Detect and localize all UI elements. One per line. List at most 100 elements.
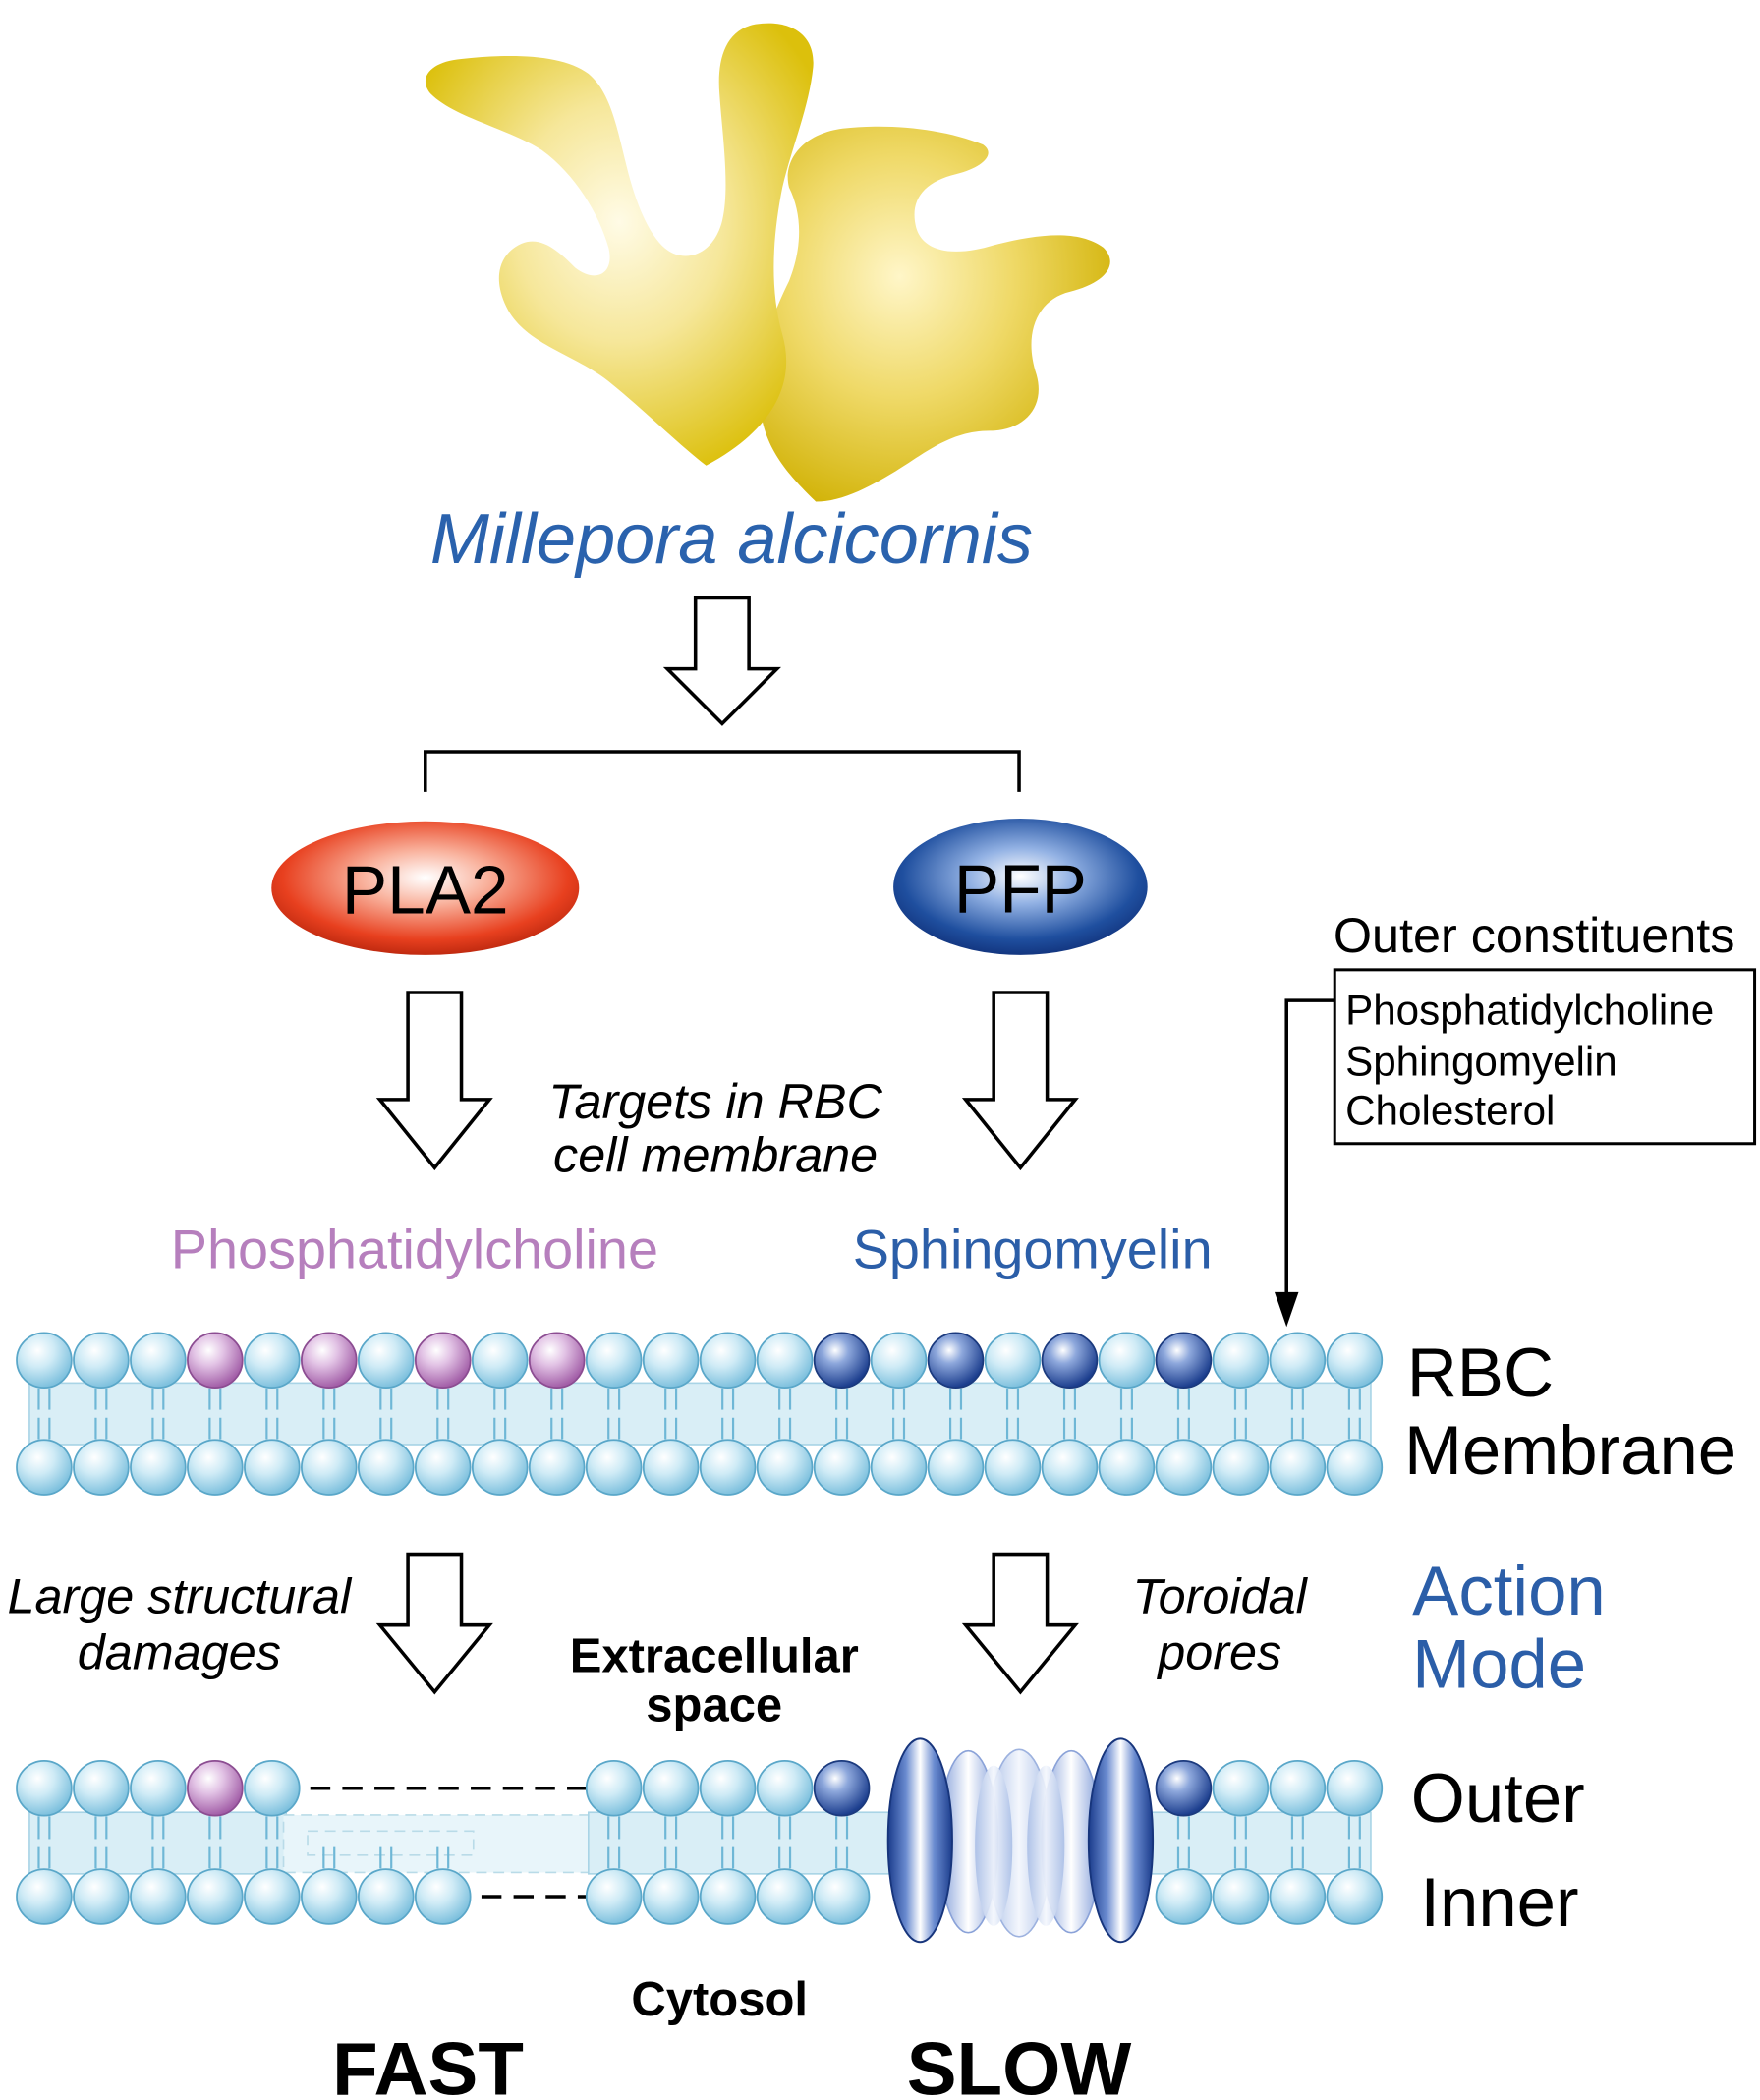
extracellular-label-line1: Extracellular: [570, 1629, 859, 1682]
lipid-head: [1326, 1868, 1384, 1925]
pla2-ellipse: [271, 821, 580, 955]
pfp-mechanism-line1: Toroidal: [1133, 1567, 1309, 1623]
outer-constituent-item: Phosphatidylcholine: [1345, 988, 1714, 1034]
action-mode-line2: Mode: [1412, 1625, 1586, 1703]
lipid-head: [585, 1332, 643, 1390]
millepora-coral-illustration: [425, 23, 1110, 502]
pla2-label: PLA2: [342, 852, 509, 929]
inner-leaflet-label: Inner: [1420, 1863, 1578, 1941]
lipid-head: [16, 1868, 73, 1925]
constituents-connector-line: [1284, 998, 1335, 1295]
lipid-head: [73, 1759, 130, 1817]
membrane-core-band-left: [28, 1811, 288, 1875]
pfp-mechanism-line2: pores: [1156, 1624, 1281, 1680]
lipid-head: [1326, 1332, 1384, 1390]
lipid-head: [699, 1759, 757, 1817]
outer-constituent-item: Cholesterol: [1345, 1088, 1555, 1134]
lipid-head: [1098, 1439, 1156, 1496]
lipid-head: [301, 1439, 358, 1496]
lipid-head: [813, 1439, 871, 1496]
lipid-head: [984, 1439, 1042, 1496]
lipid-head: [301, 1868, 358, 1925]
lipid-head: [1155, 1439, 1213, 1496]
lipid-head: [471, 1332, 529, 1390]
cytosol-label: Cytosol: [631, 1973, 808, 2026]
lipid-head: [130, 1868, 187, 1925]
pfp-action-arrow: [961, 1552, 1079, 1695]
lipid-head: [16, 1439, 73, 1496]
rbc-label: RBC: [1407, 1334, 1554, 1411]
phosphatidylcholine-head: [301, 1332, 358, 1390]
lipid-head: [357, 1868, 415, 1925]
sphingomyelin-head: [1155, 1759, 1213, 1817]
lipid-head: [585, 1868, 643, 1925]
lipid-head: [1212, 1759, 1270, 1817]
phosphatidylcholine-target-label: Phosphatidylcholine: [171, 1218, 658, 1279]
lipid-head: [244, 1332, 301, 1390]
sphingomyelin-head: [813, 1759, 871, 1817]
lipid-head: [699, 1439, 757, 1496]
pla2-action-arrow: [375, 1552, 493, 1695]
action-mode-line1: Action: [1412, 1552, 1606, 1629]
sphingomyelin-head: [1041, 1332, 1099, 1390]
outer-leaflet-label: Outer: [1411, 1759, 1585, 1837]
pore-subunit: [1027, 1765, 1065, 1926]
constituents-arrowhead: [1274, 1291, 1299, 1328]
membrane-core-band: [28, 1382, 1372, 1446]
toxin-split-bracket: [424, 750, 1021, 792]
lipid-head: [756, 1868, 814, 1925]
lipid-head: [130, 1759, 187, 1817]
outer-constituent-item: Sphingomyelin: [1345, 1038, 1618, 1084]
organism-name: Millepora alcicornis: [430, 500, 1033, 579]
lipid-head: [870, 1439, 928, 1496]
lipid-head: [187, 1439, 244, 1496]
lipid-head: [1326, 1759, 1384, 1817]
pla2-toxin: PLA2: [271, 821, 580, 955]
pfp-to-target-arrow: [961, 991, 1079, 1171]
damaged-region-inner: [307, 1830, 475, 1856]
lipid-head: [756, 1332, 814, 1390]
outer-constituents-title: Outer constituents: [1334, 907, 1735, 963]
rbc-membrane-damaged: [16, 1759, 1384, 1925]
lipid-head: [699, 1868, 757, 1925]
lipid-head: [1212, 1332, 1270, 1390]
pore-subunit-front: [1087, 1737, 1155, 1944]
pfp-label: PFP: [954, 850, 1087, 927]
lipid-head: [870, 1332, 928, 1390]
lipid-head: [1269, 1332, 1327, 1390]
lipid-head: [73, 1868, 130, 1925]
sphingomyelin-head: [813, 1332, 871, 1390]
lipid-head: [756, 1759, 814, 1817]
pla2-speed-label: FAST: [332, 2027, 524, 2100]
lipid-head: [642, 1439, 700, 1496]
lipid-head: [244, 1868, 301, 1925]
lipid-head: [357, 1332, 415, 1390]
phosphatidylcholine-head: [187, 1332, 244, 1390]
lipid-head: [642, 1868, 700, 1925]
extracellular-label-line2: space: [646, 1679, 782, 1732]
targets-label-line2: cell membrane: [553, 1126, 878, 1182]
pfp-speed-label: SLOW: [907, 2027, 1132, 2100]
lipid-head: [1212, 1439, 1270, 1496]
phosphatidylcholine-head: [414, 1332, 472, 1390]
lipid-head: [984, 1332, 1042, 1390]
coral-branch-back: [759, 126, 1110, 502]
lipid-head: [73, 1332, 130, 1390]
lipid-head: [1155, 1868, 1213, 1925]
lipid-head: [357, 1439, 415, 1496]
membrane-core-band-right: [1146, 1811, 1372, 1875]
lipid-head: [1212, 1868, 1270, 1925]
lipid-head: [756, 1439, 814, 1496]
lipid-head: [1269, 1868, 1327, 1925]
lipid-head: [187, 1868, 244, 1925]
pore-subunit: [975, 1765, 1013, 1926]
lipid-head: [642, 1759, 700, 1817]
lipid-head: [414, 1439, 472, 1496]
lipid-head: [16, 1759, 73, 1817]
lipid-head: [471, 1439, 529, 1496]
pore-subunit-front: [886, 1737, 953, 1944]
lipid-head: [1326, 1439, 1384, 1496]
membrane-lipids: [16, 1759, 1384, 1925]
sphingomyelin-head: [1155, 1332, 1213, 1390]
